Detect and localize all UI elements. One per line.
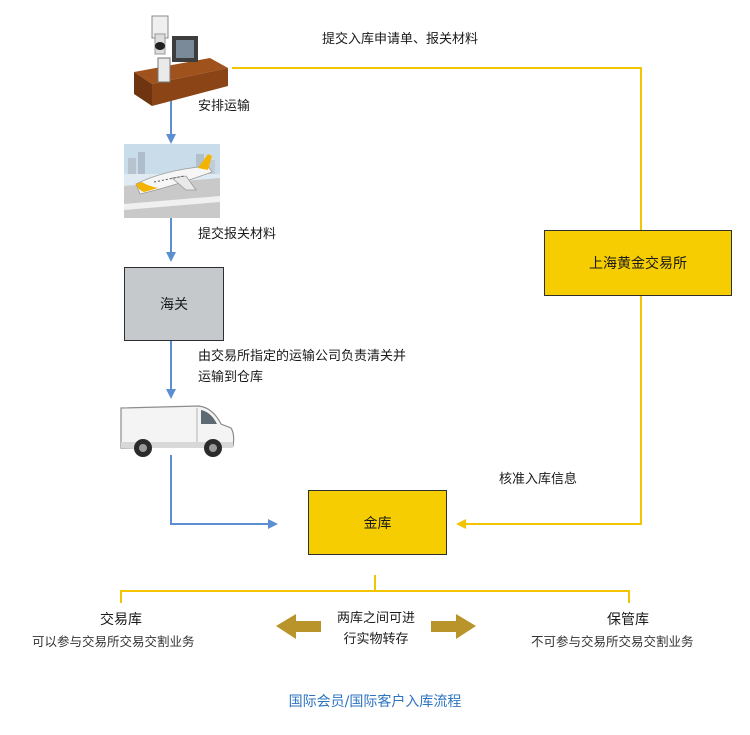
step-label-verify-info: 核准入库信息: [499, 472, 578, 487]
custody-vault-description: 不可参与交易所交易交割业务: [531, 634, 694, 649]
step-label-transport-note-line2: 运输到仓库: [198, 370, 264, 385]
step-label-submit-customs-docs: 提交报关材料: [198, 227, 277, 242]
vault-node: 金库: [308, 490, 447, 555]
transfer-note-line1: 两库之间可进: [336, 611, 415, 626]
step-label-transport-note-line1: 由交易所指定的运输公司负责清关并: [198, 349, 407, 364]
step-label-arrange-transport: 安排运输: [198, 99, 251, 114]
trading-vault-description: 可以参与交易所交易交割业务: [32, 634, 195, 649]
custody-vault-title: 保管库: [607, 612, 649, 628]
office-desk-icon: [134, 15, 228, 106]
arrow-exchange-to-vault: [456, 296, 642, 529]
arrow-van-to-vault: [170, 455, 278, 529]
transfer-left-arrow: [276, 614, 321, 639]
transfer-note-line2: 行实物转存: [343, 632, 409, 647]
step-label-submit-documents: 提交入库申请单、报关材料: [322, 32, 479, 47]
transfer-right-arrow: [431, 614, 476, 639]
split-bracket: [120, 575, 630, 603]
exchange-node: 上海黄金交易所: [544, 230, 732, 296]
delivery-van-icon: [120, 405, 235, 457]
diagram-caption: 国际会员/国际客户入库流程: [288, 694, 462, 710]
line-office-to-exchange: [232, 67, 642, 230]
airplane-icon: [124, 144, 220, 218]
trading-vault-title: 交易库: [100, 612, 142, 628]
customs-node: 海关: [124, 267, 224, 341]
